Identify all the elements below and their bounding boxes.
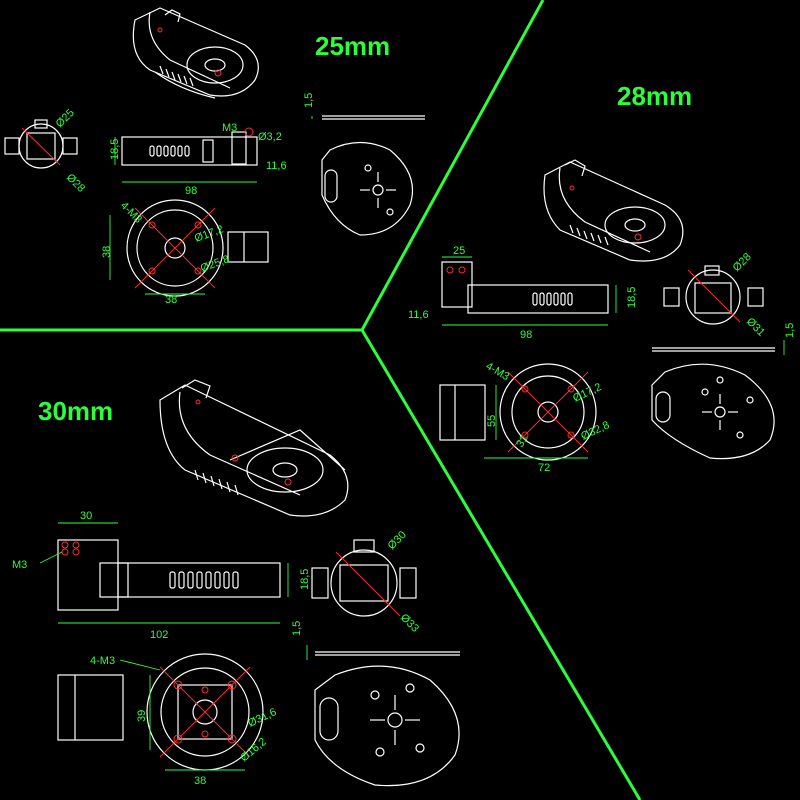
- plate-top-view-25: [321, 141, 414, 236]
- dim-m3-25: M3: [222, 122, 237, 134]
- dim-sq-28: 55: [486, 415, 498, 427]
- dim-thickness-25: 1,5: [303, 93, 315, 108]
- dim-width-30: 30: [80, 510, 92, 522]
- plate-edge-view-30: 1,5: [291, 621, 460, 660]
- plate-top-view-30: [314, 665, 460, 787]
- holder-3d-view-30: [159, 379, 349, 517]
- holder-3d-view-25: [132, 7, 259, 99]
- ring-front-view-25: Ø25 Ø28: [4, 107, 87, 195]
- ring-front-view-30: Ø30 Ø33: [311, 529, 421, 635]
- holder-3d-view-28: [543, 159, 684, 262]
- dim-length-102-30: 102: [150, 629, 168, 641]
- dim-4m3-25: 4-M3: [118, 200, 144, 226]
- dim-height-30: 18,5: [299, 569, 311, 590]
- dim-thickness-28: 1,5: [784, 323, 796, 338]
- dim-d28-28: Ø28: [731, 251, 754, 274]
- mount-bottom-view-30: 4-M3 39 38 Ø31,6 Ø16,2: [57, 653, 278, 787]
- mount-bottom-view-28: 4-M3 55 72 Ø17,2 Ø32,8 31: [439, 360, 611, 474]
- section-25mm: 25mm Ø25 Ø28: [4, 7, 425, 306]
- dim-c3-28: 31: [514, 433, 531, 450]
- plate-edge-view-25: 1,5: [303, 93, 425, 120]
- dim-d31-28: Ø31: [744, 316, 767, 339]
- plate-top-view-28: [651, 363, 775, 460]
- section-title-25mm: 25mm: [315, 31, 390, 61]
- dim-hole-25: Ø3,2: [258, 131, 282, 143]
- holder-side-view-30: 30 M3 102 18,5: [12, 510, 311, 641]
- dim-length-98-25: 98: [185, 185, 197, 197]
- dim-sq-30: 39: [136, 710, 148, 722]
- section-title-28mm: 28mm: [617, 81, 692, 111]
- dim-4m3-28: 4-M3: [484, 360, 512, 383]
- dim-width-28: 25: [453, 245, 465, 257]
- dim-height-25: 18,5: [109, 139, 121, 160]
- dim-c2-25: Ø25,8: [199, 253, 231, 275]
- dim-offset-25: 11,6: [266, 160, 287, 172]
- section-title-30mm: 30mm: [38, 396, 113, 426]
- dim-4m3-30: 4-M3: [90, 655, 115, 667]
- dim-c1-25: Ø17,2: [193, 223, 225, 245]
- dim-length-98-28: 98: [520, 329, 532, 341]
- plate-edge-view-28: 1,5: [652, 323, 796, 355]
- panel-dividers: [0, 0, 642, 800]
- dim-d33-30: Ø33: [398, 612, 421, 635]
- ring-front-view-28: Ø28 Ø31: [663, 251, 767, 339]
- dim-m3-30: M3: [12, 559, 27, 571]
- dim-offset-28: 11,6: [408, 309, 429, 321]
- dim-height-28: 18,5: [626, 287, 638, 308]
- dim-sq2-25: 38: [165, 294, 177, 306]
- dim-d30-30: Ø30: [386, 529, 409, 552]
- section-30mm: 30mm: [12, 379, 460, 787]
- mount-bottom-view-25: 38 38 4-M3 Ø17,2 Ø25,8: [101, 199, 269, 306]
- holder-side-view-28: 25 11,6 98 18,5: [408, 245, 638, 341]
- dim-c2-30: Ø16,2: [238, 736, 269, 764]
- dim-d25: Ø25: [54, 107, 77, 130]
- holder-side-view-25: 98 18,5 M3 Ø3,2 11,6: [109, 122, 287, 197]
- dim-sq2-28: 72: [538, 462, 550, 474]
- dim-sq2-30: 38: [194, 775, 206, 787]
- dim-c1-30: Ø31,6: [246, 706, 278, 730]
- dim-d28: Ø28: [64, 172, 87, 195]
- dim-sq-25: 38: [101, 246, 113, 258]
- dim-thickness-30: 1,5: [291, 621, 303, 636]
